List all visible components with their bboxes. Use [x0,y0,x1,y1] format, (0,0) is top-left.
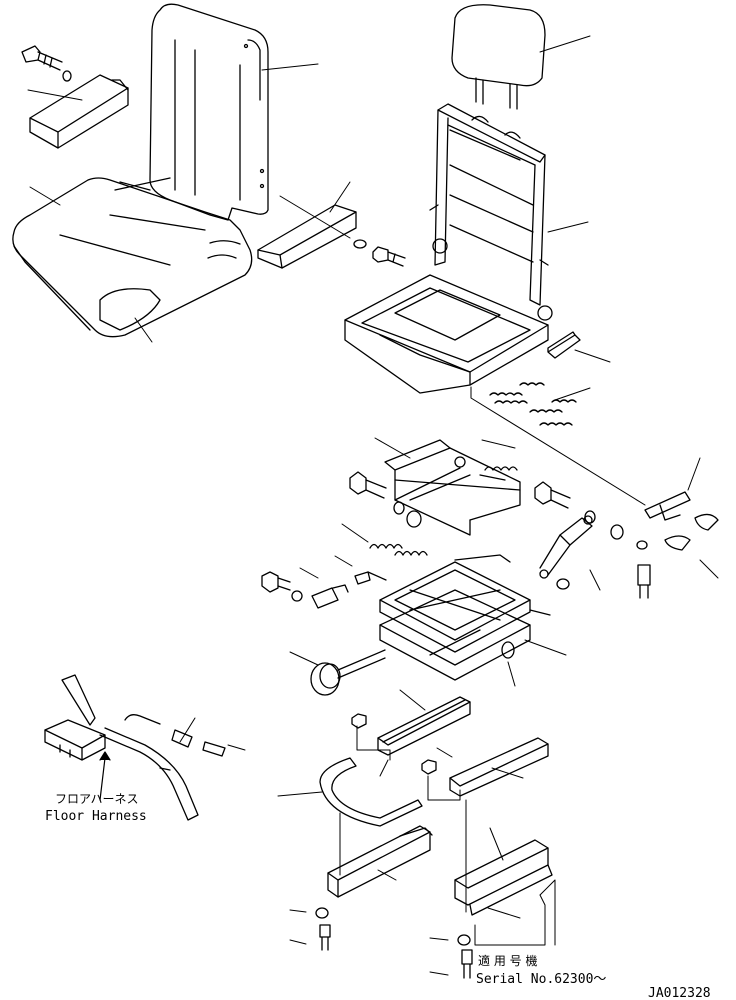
seat-frame [344,103,553,394]
armrest-left [29,74,129,149]
spring-top [484,466,518,471]
springs-upper [489,382,577,426]
floor-bracket-left [327,825,433,898]
nut-left [351,713,367,729]
bottom-bolts [315,907,473,979]
bolt-and-washer-top [21,45,72,82]
serial-label-en: Serial No.62300～ [476,972,606,987]
leader-lines [27,35,719,976]
drawing-code: JA012328 [648,986,711,1000]
headrest [451,4,546,110]
suspension-base [379,554,551,681]
serial-label-jp: 適 用 号 機 [478,953,537,968]
slide-rail-left-upper [377,696,471,756]
seat-cushion [12,177,253,338]
floor-harness-label-jp: フロアハーネス [55,792,139,806]
nut-right [421,759,437,775]
seat-back-cushion [149,3,269,221]
clips [261,571,371,609]
bolt-right [556,564,651,599]
floor-bracket-right [454,839,553,916]
damper [539,515,593,579]
floor-harness-label-en: Floor Harness [45,809,147,824]
springs-middle [367,543,428,581]
floor-harness [44,674,226,821]
floor-harness-arrow [99,751,111,801]
slide-rail-right-upper [449,737,549,797]
lower-bracket-right [644,491,719,551]
armrest-right [257,204,406,269]
adjust-knob [310,649,386,696]
rod [319,757,423,827]
suspension-upper-frame [384,439,521,536]
bracket-small [547,331,581,359]
